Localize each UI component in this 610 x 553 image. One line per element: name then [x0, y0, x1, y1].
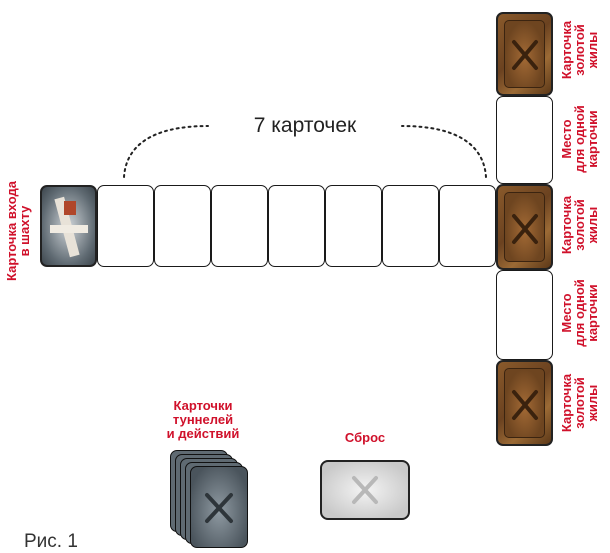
tunnel-deck [170, 450, 260, 550]
pickaxe-hammer-icon [205, 493, 233, 523]
gold-card [496, 12, 553, 96]
gold-card [496, 184, 553, 270]
gold-card [496, 360, 553, 446]
tunnel-slot [268, 185, 325, 267]
tunnel-slot [97, 185, 154, 267]
discard-label: Сброс [344, 430, 386, 445]
pickaxe-hammer-icon [512, 214, 538, 244]
seven-cards-brace [123, 125, 487, 178]
tunnel-slot [439, 185, 496, 267]
tunnel-slot [211, 185, 268, 267]
tunnel-slot [382, 185, 439, 267]
pickaxe-hammer-icon [512, 40, 538, 70]
ladder-icon [50, 196, 88, 258]
figure-caption: Рис. 1 [24, 531, 78, 552]
pickaxe-hammer-icon [352, 476, 378, 504]
card-slot [496, 96, 553, 184]
seven-cards-label: 7 карточек [253, 114, 357, 137]
tunnel-slot [154, 185, 211, 267]
tunnel-slot [325, 185, 382, 267]
entry-card [40, 185, 97, 267]
pickaxe-hammer-icon [512, 390, 538, 420]
card-slot [496, 270, 553, 360]
discard-pile [320, 460, 410, 520]
